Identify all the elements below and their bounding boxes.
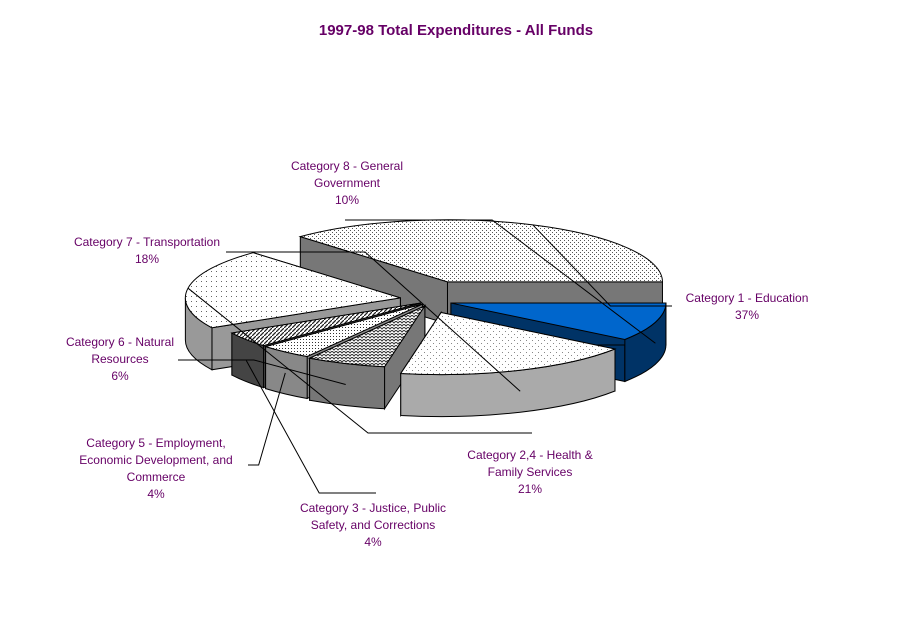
slice-name: Category 3 - Justice, Public Safety, and… bbox=[299, 501, 447, 532]
slice-employment-economic-development bbox=[263, 303, 423, 358]
slice-name: Category 8 - General Government bbox=[290, 159, 404, 190]
slice-general-government bbox=[450, 302, 667, 341]
slice-value: 4% bbox=[364, 535, 382, 549]
label-health-family-services: Category 2,4 - Health & Family Services … bbox=[450, 447, 610, 498]
slice-name: Category 6 - Natural Resources bbox=[65, 335, 175, 366]
slice-name: Category 7 - Transportation bbox=[73, 235, 221, 249]
leader-line-transportation bbox=[226, 251, 521, 392]
slice-name: Category 2,4 - Health & Family Services bbox=[467, 448, 593, 479]
chart-title: 1997-98 Total Expenditures - All Funds bbox=[318, 22, 594, 39]
slice-health-family-services bbox=[184, 252, 401, 329]
slice-value: 4% bbox=[147, 487, 165, 501]
label-employment-economic-development: Category 5 - Employment, Economic Develo… bbox=[66, 435, 246, 503]
slice-justice-public-safety bbox=[230, 302, 421, 347]
leader-line-employment-economic-development bbox=[248, 372, 286, 466]
slice-value: 6% bbox=[111, 369, 129, 383]
label-general-government: Category 8 - General Government 10% bbox=[277, 158, 417, 209]
slice-name: Category 5 - Employment, Economic Develo… bbox=[79, 436, 233, 484]
slice-value: 21% bbox=[517, 482, 543, 496]
leader-line-health-family-services bbox=[187, 287, 532, 434]
slice-value: 37% bbox=[734, 308, 760, 322]
slice-natural-resources bbox=[307, 304, 427, 368]
leader-line-education bbox=[532, 224, 672, 307]
label-transportation: Category 7 - Transportation 18% bbox=[62, 234, 232, 268]
slice-transportation bbox=[399, 311, 617, 376]
leader-line-justice-public-safety bbox=[245, 360, 376, 494]
leader-line-natural-resources bbox=[178, 359, 346, 385]
slice-name: Category 1 - Education bbox=[685, 291, 809, 305]
leader-line-general-government bbox=[345, 219, 656, 344]
label-natural-resources: Category 6 - Natural Resources 6% bbox=[55, 334, 185, 385]
slice-value: 10% bbox=[334, 193, 360, 207]
label-education: Category 1 - Education 37% bbox=[672, 290, 822, 324]
label-justice-public-safety: Category 3 - Justice, Public Safety, and… bbox=[288, 500, 458, 551]
slice-value: 18% bbox=[134, 252, 160, 266]
